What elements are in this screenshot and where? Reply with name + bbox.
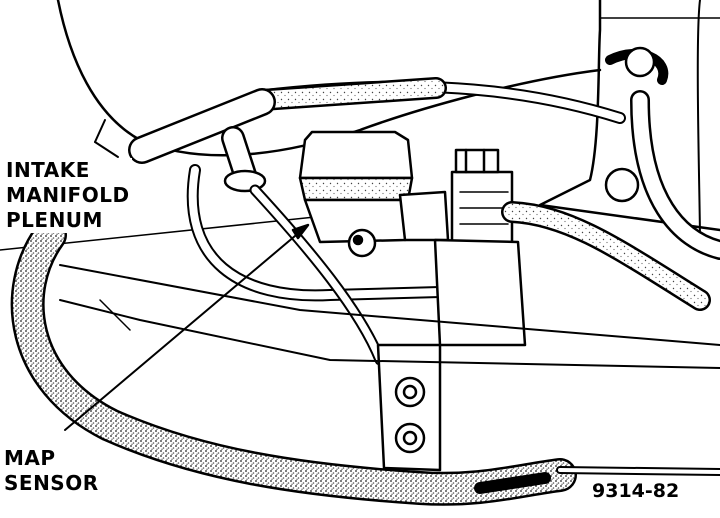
leader-line-map-sensor: [64, 224, 309, 431]
map-sensor-body: [298, 130, 450, 244]
label-line-sensor: SENSOR: [4, 471, 99, 495]
hose-clamp: [605, 46, 720, 260]
figure-number: 9314-82: [590, 480, 682, 502]
label-line-manifold: MANIFOLD: [6, 183, 130, 207]
electrical-connector: [450, 148, 514, 246]
bracket-bolts: [394, 376, 426, 454]
leader-line-plenum: [94, 141, 119, 158]
label-intake-manifold-plenum: INTAKE MANIFOLD PLENUM: [4, 158, 132, 233]
label-line-intake: INTAKE: [6, 158, 90, 182]
frame-rail-upper: [59, 264, 720, 346]
hex-bolt-right: [604, 167, 640, 203]
frame-rail-lower: [59, 299, 720, 369]
label-line-map: MAP: [4, 446, 56, 470]
label-map-sensor: MAP SENSOR: [2, 446, 101, 496]
label-line-plenum: PLENUM: [6, 208, 103, 232]
